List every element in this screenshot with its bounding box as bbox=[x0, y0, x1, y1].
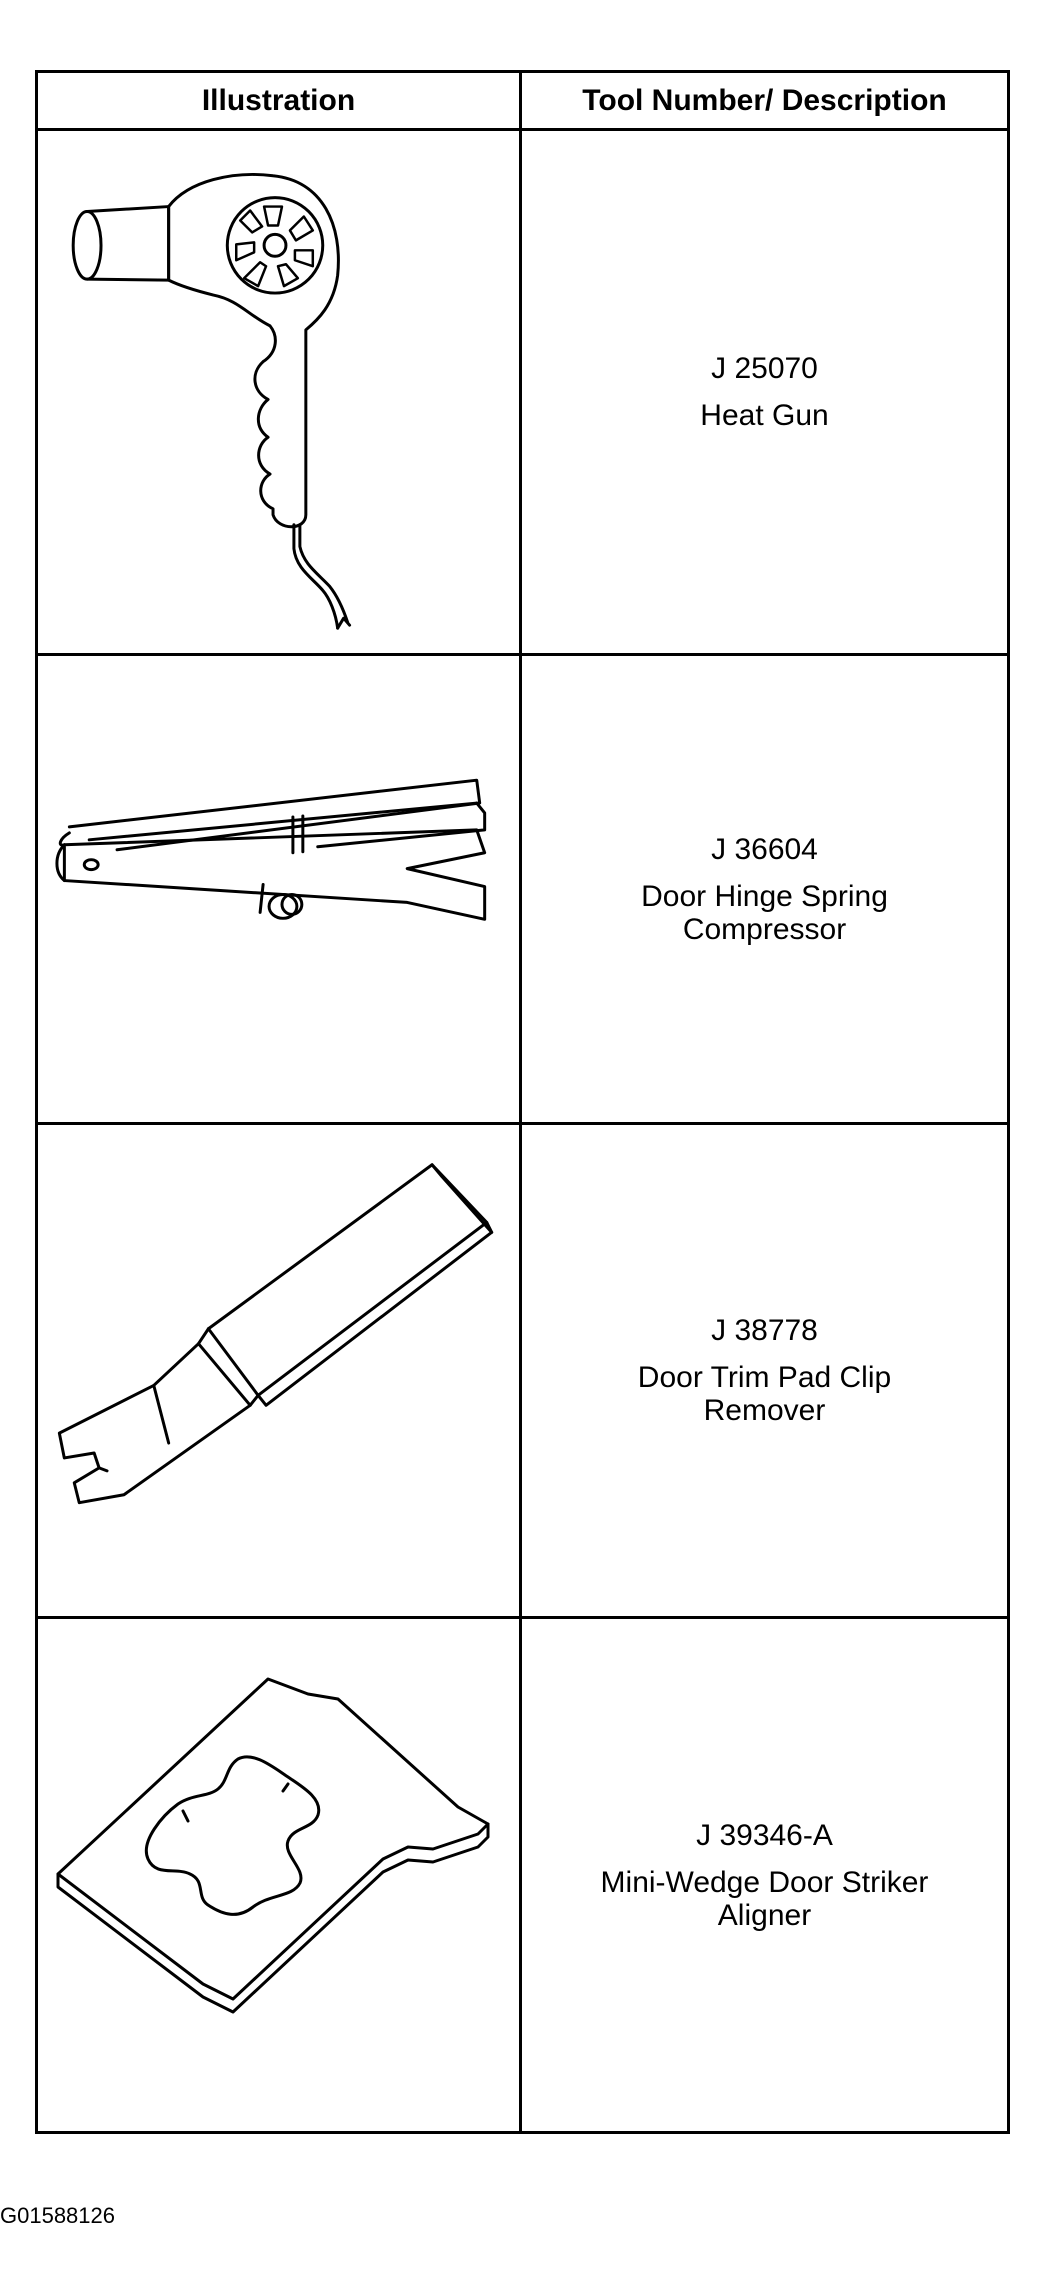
tool-name-line1: Door Trim Pad Clip bbox=[637, 1361, 892, 1394]
tool-number: J 36604 bbox=[711, 832, 818, 866]
description-cell: J 38778 Door Trim Pad Clip Remover bbox=[522, 1125, 1007, 1616]
description-cell: J 25070 Heat Gun bbox=[522, 131, 1007, 653]
table-row: J 39346-A Mini-Wedge Door Striker Aligne… bbox=[38, 1619, 1007, 2131]
illustration-cell bbox=[38, 656, 519, 1122]
tool-name-line1: Door Hinge Spring bbox=[641, 879, 888, 913]
tool-number: J 38778 bbox=[711, 1314, 818, 1347]
tool-name-line2: Remover bbox=[703, 1394, 826, 1427]
striker-aligner-icon bbox=[56, 1677, 490, 2014]
illustration-cell bbox=[38, 131, 519, 653]
tool-name-line2: Compressor bbox=[682, 912, 847, 946]
figure-id: G01588126 bbox=[0, 2203, 115, 2228]
trim-pad-clip-remover-icon bbox=[57, 1163, 494, 1505]
description-cell: J 36604 Door Hinge Spring Compressor bbox=[522, 656, 1007, 1122]
column-divider bbox=[519, 73, 522, 2131]
description-cell: J 39346-A Mini-Wedge Door Striker Aligne… bbox=[522, 1619, 1007, 2131]
table-row: J 25070 Heat Gun bbox=[38, 131, 1007, 656]
tool-number: J 25070 bbox=[711, 352, 818, 385]
illustration-cell bbox=[38, 1125, 519, 1616]
tool-name-line1: Mini-Wedge Door Striker bbox=[600, 1865, 929, 1899]
description-header: Tool Number/ Description bbox=[582, 83, 947, 117]
illustration-cell bbox=[38, 1619, 519, 2131]
tool-table: Illustration Tool Number/ Description bbox=[35, 70, 1010, 2134]
tool-name-line2: Aligner bbox=[717, 1898, 812, 1932]
tool-name-line1: Heat Gun bbox=[700, 399, 829, 432]
door-hinge-spring-compressor-icon bbox=[55, 778, 487, 921]
table-header: Illustration Tool Number/ Description bbox=[38, 73, 1007, 131]
table-row: J 36604 Door Hinge Spring Compressor bbox=[38, 656, 1007, 1125]
heat-gun-icon bbox=[71, 173, 352, 630]
illustration-header: Illustration bbox=[201, 83, 356, 117]
table-row: J 38778 Door Trim Pad Clip Remover bbox=[38, 1125, 1007, 1619]
tool-number: J 39346-A bbox=[696, 1818, 833, 1852]
